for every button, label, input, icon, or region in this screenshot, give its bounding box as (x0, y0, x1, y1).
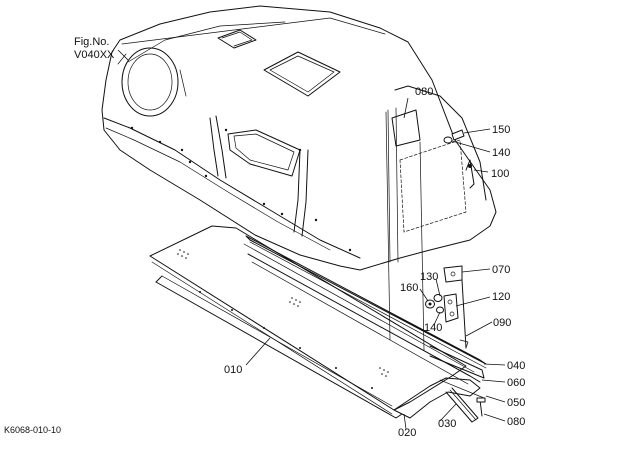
callout-090: 090 (493, 317, 511, 329)
callout-120: 120 (492, 291, 510, 303)
drawing-code: K6068-010-10 (4, 425, 61, 435)
callout-030: 030 (438, 418, 456, 430)
callout-080-upper: 080 (415, 86, 433, 98)
callout-150: 150 (492, 124, 510, 136)
callout-130: 130 (420, 271, 438, 283)
figure-labels: Fig.No. V040XX K6068-010-10 (4, 36, 115, 435)
callout-060: 060 (507, 377, 525, 389)
callout-140-upper: 140 (492, 147, 510, 159)
bolt-080-lower (476, 397, 486, 417)
callout-080-lower: 080 (507, 416, 525, 428)
callout-140-lower: 140 (424, 322, 442, 334)
callout-010: 010 (224, 364, 242, 376)
callout-070: 070 (492, 264, 510, 276)
callout-labels: 080 150 140 100 070 130 160 120 140 090 … (224, 86, 525, 439)
callout-050: 050 (507, 397, 525, 409)
rear-panel-080 (385, 109, 425, 351)
figure-number: V040XX (74, 49, 115, 61)
bottom-cover-010 (149, 225, 467, 419)
leader-lines (117, 49, 506, 430)
callout-040: 040 (507, 360, 525, 372)
callout-160: 160 (400, 282, 418, 294)
rear-skirt-020-030 (393, 377, 481, 423)
hinge-parts (425, 129, 475, 349)
callout-020: 020 (398, 427, 416, 439)
figure-label: Fig.No. (74, 36, 109, 48)
callout-100: 100 (491, 168, 509, 180)
hood-assembly (101, 5, 497, 271)
